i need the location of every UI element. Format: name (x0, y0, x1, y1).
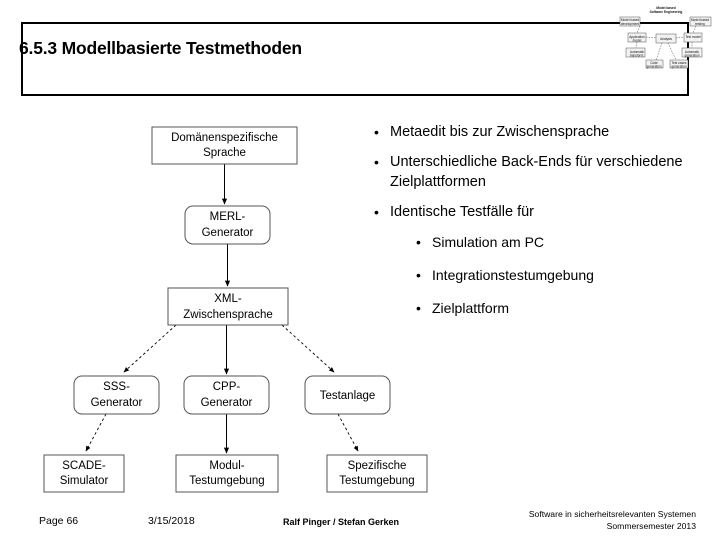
flow-node-merl: MERL- Generator (184, 205, 271, 245)
footer-course-line2: Sommersemester 2013 (606, 520, 696, 531)
list-item: • Zielplattform (374, 298, 710, 318)
flow-node-dsl: Domänenspezifische Sprache (151, 126, 298, 165)
svg-text:transform.: transform. (630, 54, 644, 58)
bullet-text: Integrationstestumgebung (432, 267, 594, 283)
footer-authors: Ralf Pinger / Stefan Gerken (283, 517, 400, 527)
svg-text:Generator: Generator (91, 397, 143, 409)
title-banner (21, 22, 689, 96)
model-based-software-engineering-diagram-icon: Model based Software Engineering Model b… (618, 4, 714, 70)
bullet-text: Zielplattform (432, 300, 510, 316)
svg-text:Testumgebung: Testumgebung (339, 475, 414, 487)
bullet-text: Identische Testfälle für (390, 204, 535, 220)
bullet-text: Unterschiedliche Back-Ends für verschied… (390, 154, 683, 190)
flow-node-cpp: CPP- Generator (183, 375, 270, 415)
bullet-marker: • (374, 154, 379, 170)
svg-text:Software Engineering: Software Engineering (650, 10, 683, 14)
bullet-marker: • (374, 124, 379, 140)
svg-text:model: model (633, 39, 642, 43)
svg-text:generation: generation (684, 54, 699, 58)
bullet-marker: • (416, 300, 421, 316)
edge-xml-to-testanlage (281, 324, 335, 373)
svg-text:Sprache: Sprache (203, 147, 246, 159)
svg-text:Testanlage: Testanlage (320, 390, 376, 402)
svg-text:Domänenspezifische: Domänenspezifische (171, 132, 278, 144)
svg-text:Model based: Model based (656, 6, 675, 10)
svg-text:Simulator: Simulator (60, 475, 109, 487)
bullet-marker: • (416, 267, 421, 283)
svg-text:XML-: XML- (214, 293, 242, 305)
svg-text:testing: testing (695, 22, 705, 26)
footer-date: 3/15/2018 (148, 515, 195, 527)
bullet-marker: • (416, 234, 421, 250)
flow-node-scade: SCADE- Simulator (43, 454, 125, 493)
svg-text:Automatic: Automatic (685, 50, 700, 54)
svg-text:CPP-: CPP- (213, 381, 241, 393)
edge-xml-to-sss (123, 324, 177, 373)
edge-sss-to-scade (85, 413, 107, 452)
list-item: • Identische Testfälle für (374, 202, 710, 222)
edge-testanlage-to-spezifisch (337, 413, 359, 452)
list-item: • Metaedit bis zur Zwischensprache (374, 122, 710, 142)
svg-text:Testumgebung: Testumgebung (189, 475, 264, 487)
list-item: • Integrationstestumgebung (374, 265, 710, 285)
svg-text:Test model: Test model (685, 35, 701, 39)
footer-page-number: Page 66 (39, 515, 79, 527)
model-based-test-toolchain-flowchart: Domänenspezifische Sprache MERL- Generat… (0, 110, 460, 510)
svg-text:Analysis: Analysis (660, 37, 672, 41)
bullet-text: Metaedit bis zur Zwischensprache (390, 124, 610, 140)
list-item: • Simulation am PC (374, 232, 710, 252)
bullet-text: Simulation am PC (432, 234, 545, 250)
svg-text:Application: Application (629, 35, 645, 39)
svg-text:Test cases: Test cases (671, 61, 686, 65)
svg-text:generation: generation (671, 65, 686, 69)
page-title: 6.5.3 Modellbasierte Testmethoden (19, 38, 302, 58)
flow-node-sss: SSS- Generator (73, 375, 160, 415)
svg-text:development: development (621, 22, 639, 26)
footer-course-line1: Software in sicherheitsrelevanten System… (528, 509, 696, 519)
svg-text:MERL-: MERL- (210, 211, 246, 223)
svg-text:Model based: Model based (621, 18, 639, 22)
svg-text:Spezifische: Spezifische (348, 460, 407, 472)
svg-text:Generator: Generator (201, 397, 253, 409)
flow-node-xml: XML- Zwischensprache (167, 287, 289, 326)
flow-node-spezifisch: Spezifische Testumgebung (326, 454, 428, 493)
svg-text:Modul-: Modul- (209, 460, 244, 472)
svg-text:SCADE-: SCADE- (62, 460, 106, 472)
bullet-marker: • (374, 204, 379, 220)
flow-node-testanlage: Testanlage (304, 375, 391, 415)
svg-text:Model based: Model based (691, 18, 709, 22)
list-item: • Unterschiedliche Back-Ends für verschi… (374, 152, 710, 192)
svg-text:SSS-: SSS- (103, 381, 130, 393)
footer-course-info: Software in sicherheitsrelevanten System… (529, 509, 696, 532)
svg-text:Automatic: Automatic (630, 50, 645, 54)
svg-text:Code: Code (650, 61, 658, 65)
bullet-list: • Metaedit bis zur Zwischensprache • Unt… (374, 122, 710, 331)
svg-text:Generator: Generator (202, 227, 254, 239)
flow-node-modul: Modul- Testumgebung (175, 454, 279, 493)
svg-text:Zwischensprache: Zwischensprache (183, 309, 272, 321)
svg-text:generation: generation (646, 65, 661, 69)
